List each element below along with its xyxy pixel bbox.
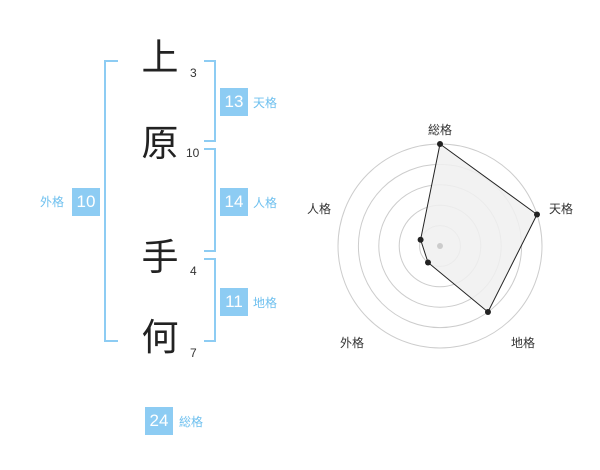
name-char-1: 上 [141,36,179,79]
stroke-count-4: 7 [190,346,197,360]
radar-point-1 [437,141,443,147]
chikaku-bracket [204,258,216,342]
radar-point-4 [425,259,432,266]
radar-point-3 [484,309,491,316]
jinkaku-badge: 14 [220,188,248,216]
jinkaku-label: 人格 [253,196,278,210]
tenkaku-label: 天格 [253,96,278,110]
soukaku-badge: 24 [145,407,173,435]
name-char-4: 何 [141,316,179,359]
radar-axis-label-jinkaku: 人格 [307,202,332,216]
tenkaku-badge: 13 [220,88,248,116]
radar-axis-label-tenkaku: 天格 [549,202,574,216]
radar-axis-label-soukaku: 総格 [428,123,453,137]
name-char-3: 手 [141,236,179,279]
jinkaku-bracket [204,148,216,252]
stroke-count-2: 10 [186,146,200,160]
fortune-radar-chart [337,141,543,349]
radar-point-5 [417,236,424,243]
radar-axis-label-chikaku: 地格 [511,336,536,350]
chikaku-label: 地格 [253,296,278,310]
radar-data-polygon [420,143,538,313]
tenkaku-bracket [204,60,216,142]
gaikaku-badge: 10 [72,188,100,216]
radar-point-2 [534,211,541,218]
gaikaku-label: 外格 [40,195,65,209]
radar-axis-label-gaikaku: 外格 [340,336,365,350]
soukaku-label: 総格 [179,415,204,429]
name-char-2: 原 [141,122,179,165]
chikaku-badge: 11 [220,288,248,316]
stroke-count-3: 4 [190,264,197,278]
stroke-count-1: 3 [190,66,197,80]
gaikaku-bracket [104,60,118,342]
radar-center-point [437,243,443,249]
